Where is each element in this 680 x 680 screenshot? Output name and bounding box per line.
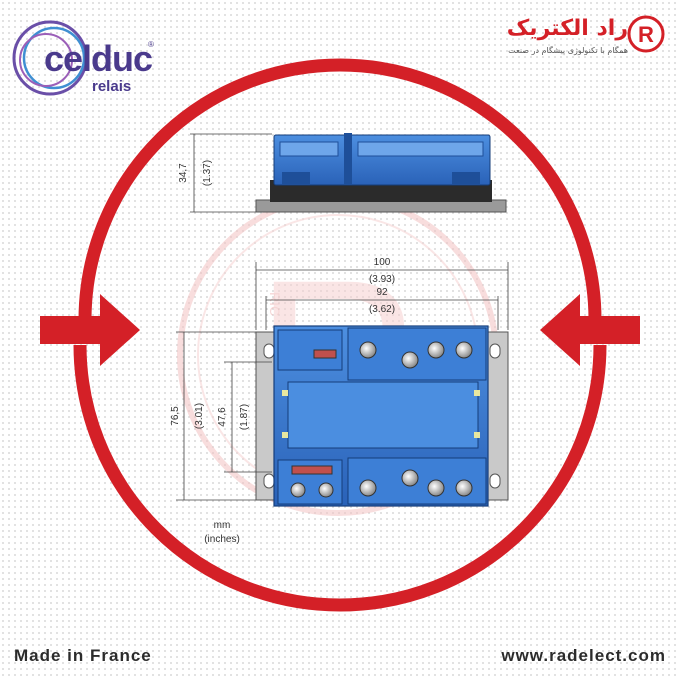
rad-mark-letter: R bbox=[638, 22, 654, 47]
mount-slot-tr bbox=[489, 343, 501, 359]
side-foot-left bbox=[282, 172, 310, 184]
side-terminal-left bbox=[279, 141, 339, 157]
height-total-in: (3.01) bbox=[194, 403, 205, 429]
celduc-registered: ® bbox=[148, 40, 154, 49]
screw-9 bbox=[427, 479, 445, 497]
indicator-3 bbox=[474, 390, 480, 396]
rad-logo-mark: R bbox=[627, 15, 665, 53]
rad-elect-logo: راد الکتریک همگام با تکنولوژی پیشگام در … bbox=[470, 14, 670, 66]
bottom-arc bbox=[73, 344, 607, 612]
made-in-label: Made in France bbox=[14, 646, 152, 665]
screw-1 bbox=[359, 341, 377, 359]
watermark-side-text: RIC bbox=[267, 292, 283, 316]
side-height-mm: 34,7 bbox=[178, 163, 189, 183]
website-link[interactable]: www.radelect.com bbox=[501, 646, 666, 665]
screw-10 bbox=[455, 479, 473, 497]
side-foot-right bbox=[452, 172, 480, 184]
indicator-1 bbox=[282, 390, 288, 396]
indicator-4 bbox=[474, 432, 480, 438]
side-terminal-right bbox=[357, 141, 484, 157]
rad-tagline: همگام با تکنولوژی پیشگام در صنعت bbox=[508, 46, 628, 55]
screw-4 bbox=[455, 341, 473, 359]
mount-slot-tl bbox=[263, 343, 275, 359]
relay-front-view: 100 (3.93) 92 (3.62) 76,5 (3.01) 47,6 (1… bbox=[170, 257, 509, 545]
height-inner-in: (1.87) bbox=[239, 404, 250, 430]
width-total-mm: 100 bbox=[374, 257, 391, 268]
height-total-mm: 76,5 bbox=[170, 406, 181, 426]
circular-arrows bbox=[40, 58, 640, 612]
connector-tab-upper bbox=[313, 349, 337, 359]
celduc-logo: celduc ® relais bbox=[10, 18, 160, 98]
connector-tab-lower bbox=[291, 465, 333, 475]
indicator-2 bbox=[282, 432, 288, 438]
units-mm-label: mm bbox=[214, 520, 231, 531]
width-inner-mm: 92 bbox=[376, 287, 388, 298]
right-arrow-icon bbox=[540, 294, 640, 366]
screw-8 bbox=[401, 469, 419, 487]
left-arrow-icon bbox=[40, 294, 140, 366]
side-height-in: (1.37) bbox=[202, 160, 213, 186]
celduc-swirl-icon bbox=[12, 20, 88, 96]
units-inches-label: (inches) bbox=[204, 534, 240, 545]
celduc-subtitle: relais bbox=[92, 78, 132, 95]
rad-wordmark: راد الکتریک bbox=[506, 16, 628, 41]
width-total-in: (3.93) bbox=[369, 274, 395, 285]
screws bbox=[290, 341, 473, 498]
celduc-wordmark: celduc bbox=[44, 38, 153, 79]
relay-side-view: 34,7 (1.37) bbox=[178, 133, 507, 213]
screw-2 bbox=[401, 351, 419, 369]
mount-slot-bl bbox=[263, 473, 275, 489]
mount-slot-br bbox=[489, 473, 501, 489]
screw-5 bbox=[290, 482, 306, 498]
top-arc bbox=[78, 58, 602, 321]
screw-3 bbox=[427, 341, 445, 359]
width-inner-in: (3.62) bbox=[369, 304, 395, 315]
screw-6 bbox=[318, 482, 334, 498]
side-divider bbox=[344, 133, 352, 185]
height-inner-mm: 47,6 bbox=[217, 407, 228, 427]
screw-7 bbox=[359, 479, 377, 497]
center-panel bbox=[287, 381, 479, 449]
